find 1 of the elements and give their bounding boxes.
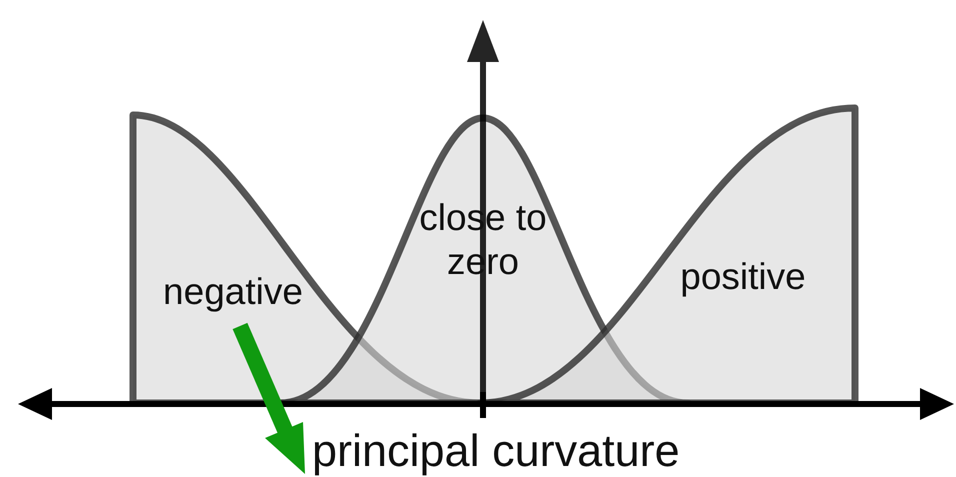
axis-label: principal curvature <box>312 425 680 477</box>
